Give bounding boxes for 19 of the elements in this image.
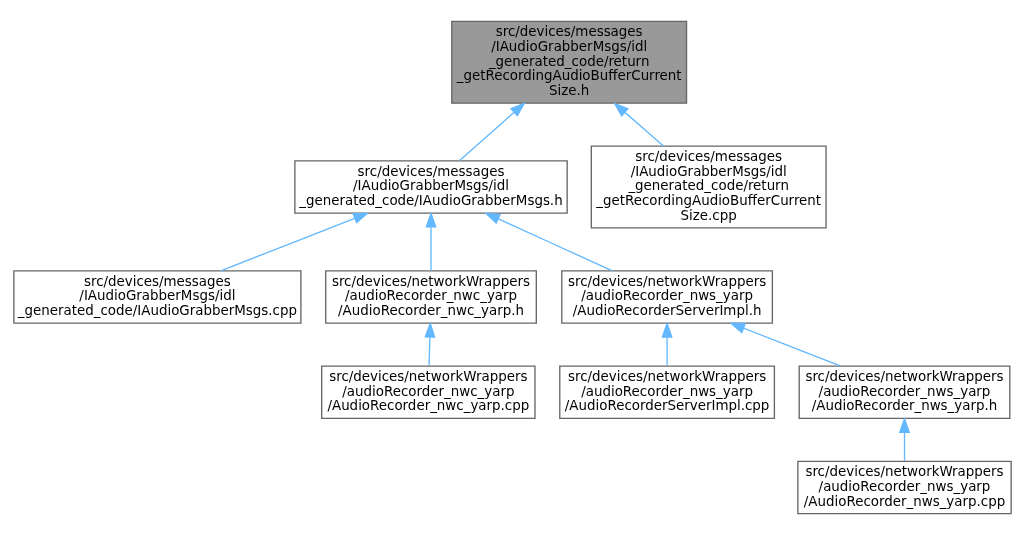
node-box: src/devices/messages /IAudioGrabberMsgs/idl _generated_code/IAudioGrabberMsgs.h	[294, 160, 568, 214]
node-box: src/devices/networkWrappers /audioRecorder_nws_yarp /AudioRecorderServerImpl.cpp	[559, 365, 776, 420]
arrow	[898, 416, 911, 462]
arrow	[458, 101, 526, 162]
arrow	[424, 321, 436, 367]
node-box: src/devices/networkWrappers /audioRecorder_nws_yarp /AudioRecorder_nws_yarp.cpp	[797, 460, 1012, 515]
arrow	[220, 212, 370, 272]
arrow	[613, 102, 665, 147]
node-box: src/devices/networkWrappers /audioRecorder_nwc_yarp /AudioRecorder_nwc_yarp.cpp	[321, 365, 536, 420]
node-box: src/devices/networkWrappers /audioRecorder_nwc_yarp /AudioRecorder_nwc_yarp.h	[325, 270, 537, 324]
arrow	[425, 211, 437, 272]
node-box: src/devices/messages /IAudioGrabberMsgs/idl _generated_code/return _getRecordingAudioBufferCurrent Size.h	[451, 20, 688, 104]
node-box: src/devices/networkWrappers /audioRecorder_nws_yarp /AudioRecorderServerImpl.h	[561, 270, 774, 324]
node-box: src/devices/messages /IAudioGrabberMsgs/idl _generated_code/IAudioGrabberMsgs.cpp	[13, 270, 302, 324]
arrow	[729, 322, 841, 367]
arrow	[661, 321, 673, 367]
node-box: src/devices/messages /IAudioGrabberMsgs/idl _generated_code/return _getRecordingAudioBufferCurrent Size.cpp	[590, 145, 827, 229]
arrow	[484, 212, 613, 272]
node-box: src/devices/networkWrappers /audioRecorder_nws_yarp /AudioRecorder_nws_yarp.h	[798, 365, 1011, 420]
